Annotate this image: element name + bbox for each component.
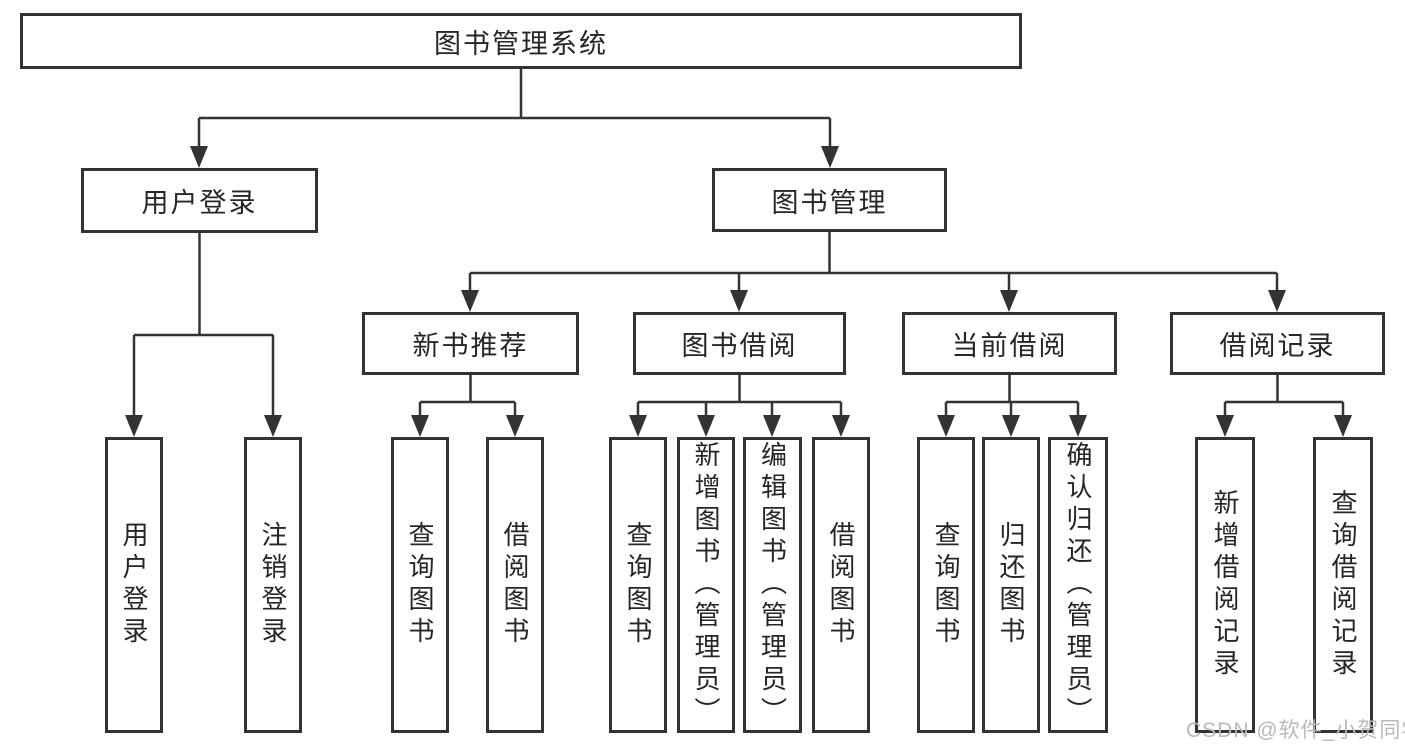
node-book-borrowing: 图书借阅	[633, 312, 846, 375]
leaf-query-books-recommend: 查询图书	[391, 437, 449, 733]
leaf-query-books-current: 查询图书	[917, 437, 975, 733]
node-library-management-system: 图书管理系统	[20, 13, 1022, 69]
node-label: 图书借阅	[681, 331, 798, 361]
node-new-book-recommend: 新书推荐	[362, 312, 579, 375]
leaf-confirm-return-admin: 确认归还（管理员）	[1048, 437, 1108, 733]
node-label: 借阅图书	[500, 521, 530, 649]
node-label: 图书管理系统	[434, 28, 608, 59]
node-user-login: 用户登录	[81, 168, 318, 233]
node-label: 用户登录	[141, 188, 258, 218]
node-label: 归还图书	[996, 521, 1026, 649]
node-label: 注销登录	[258, 521, 288, 649]
node-label: 新增图书（管理员）	[691, 441, 721, 729]
leaf-borrow-books-borrowing: 借阅图书	[812, 437, 870, 733]
leaf-query-borrow-record: 查询借阅记录	[1313, 437, 1373, 733]
leaf-edit-books-admin: 编辑图书（管理员）	[743, 437, 802, 733]
leaf-return-books: 归还图书	[982, 437, 1040, 733]
leaf-logout: 注销登录	[244, 437, 302, 733]
node-label: 查询图书	[623, 521, 653, 649]
node-label: 借阅记录	[1219, 331, 1336, 361]
arrowheads	[125, 146, 1352, 437]
leaf-query-books-borrowing: 查询图书	[609, 437, 667, 733]
node-label: 用户登录	[119, 521, 149, 649]
leaf-add-books-admin: 新增图书（管理员）	[677, 437, 735, 733]
node-label: 新书推荐	[412, 331, 529, 361]
leaf-borrow-books-recommend: 借阅图书	[486, 437, 544, 733]
leaf-add-borrow-record: 新增借阅记录	[1195, 437, 1255, 733]
leaf-user-login: 用户登录	[105, 437, 163, 733]
node-label: 编辑图书（管理员）	[757, 441, 788, 729]
node-label: 图书管理	[771, 187, 888, 218]
node-borrowing-records: 借阅记录	[1170, 312, 1385, 375]
node-label: 新增借阅记录	[1210, 489, 1240, 681]
csdn-watermark: CSDN @软件_小贺同学	[1186, 719, 1405, 742]
node-label: 借阅图书	[826, 521, 856, 649]
node-label: 查询借阅记录	[1328, 489, 1358, 681]
node-current-borrowing: 当前借阅	[902, 312, 1117, 375]
node-label: 查询图书	[931, 521, 961, 649]
node-label: 确认归还（管理员）	[1063, 441, 1093, 729]
node-label: 当前借阅	[951, 331, 1068, 361]
node-label: 查询图书	[405, 521, 435, 649]
node-book-management: 图书管理	[712, 168, 947, 232]
